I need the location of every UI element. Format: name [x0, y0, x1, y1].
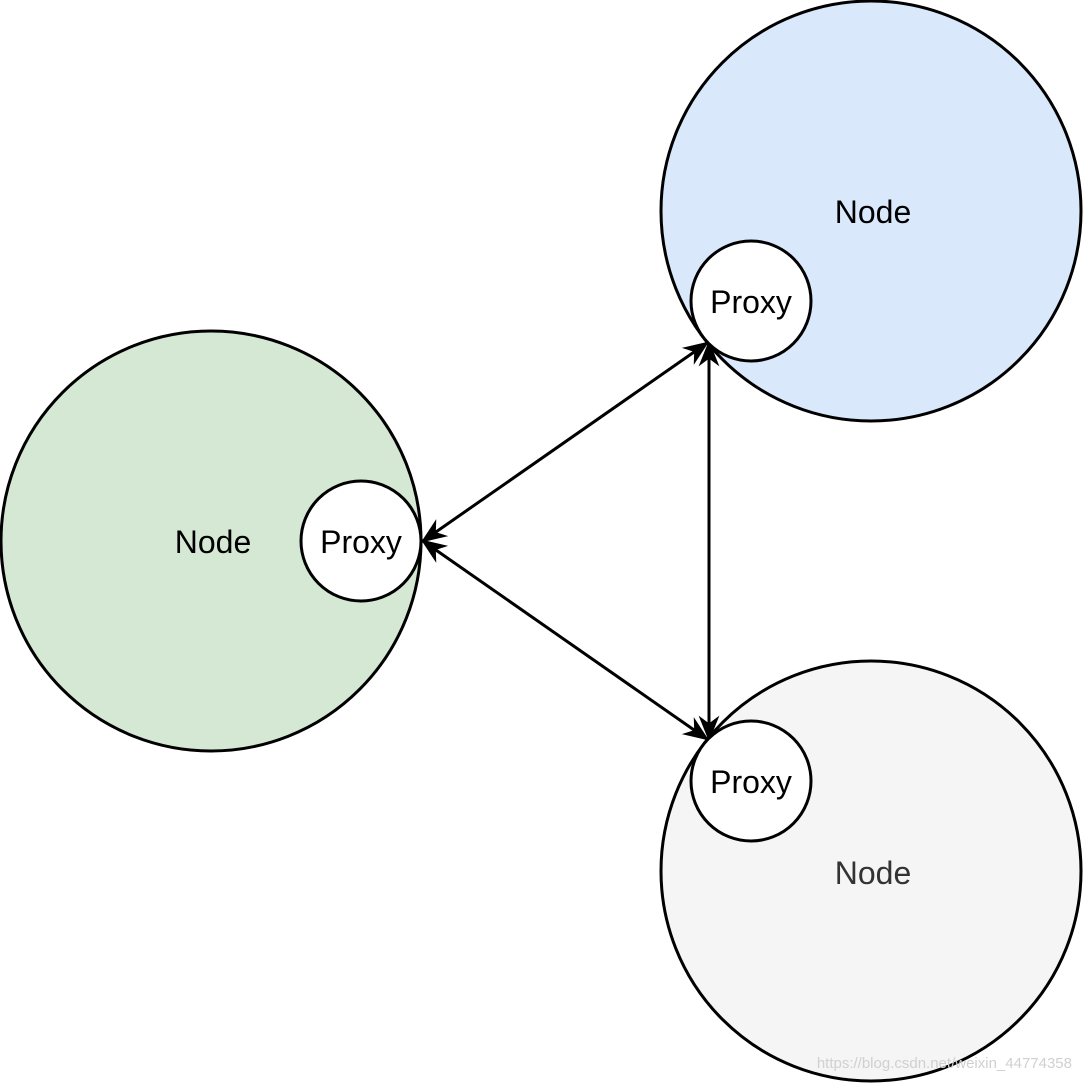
proxy-bottom: Proxy: [689, 719, 813, 843]
node-left-label: Node: [175, 524, 252, 560]
edges: [420, 340, 720, 742]
edge-left-top: [420, 341, 710, 543]
proxy-top: Proxy: [689, 239, 813, 363]
node-top: Node: [659, 0, 1083, 423]
proxy-top-circle: [689, 239, 813, 363]
watermark: https://blog.csdn.net/weixin_44774358: [817, 1055, 1072, 1072]
node-bottom: Node: [659, 659, 1083, 1083]
proxy-left-label: Proxy: [320, 524, 402, 560]
proxy-bottom-circle: [689, 719, 813, 843]
node-bottom-label: Node: [835, 855, 912, 891]
edge-left-bottom: [420, 539, 710, 741]
proxy-left: Proxy: [299, 479, 423, 603]
proxy-bottom-label: Proxy: [710, 764, 792, 800]
node-top-label: Node: [835, 194, 912, 230]
proxy-left-circle: [299, 479, 423, 603]
proxy-top-label: Proxy: [710, 284, 792, 320]
